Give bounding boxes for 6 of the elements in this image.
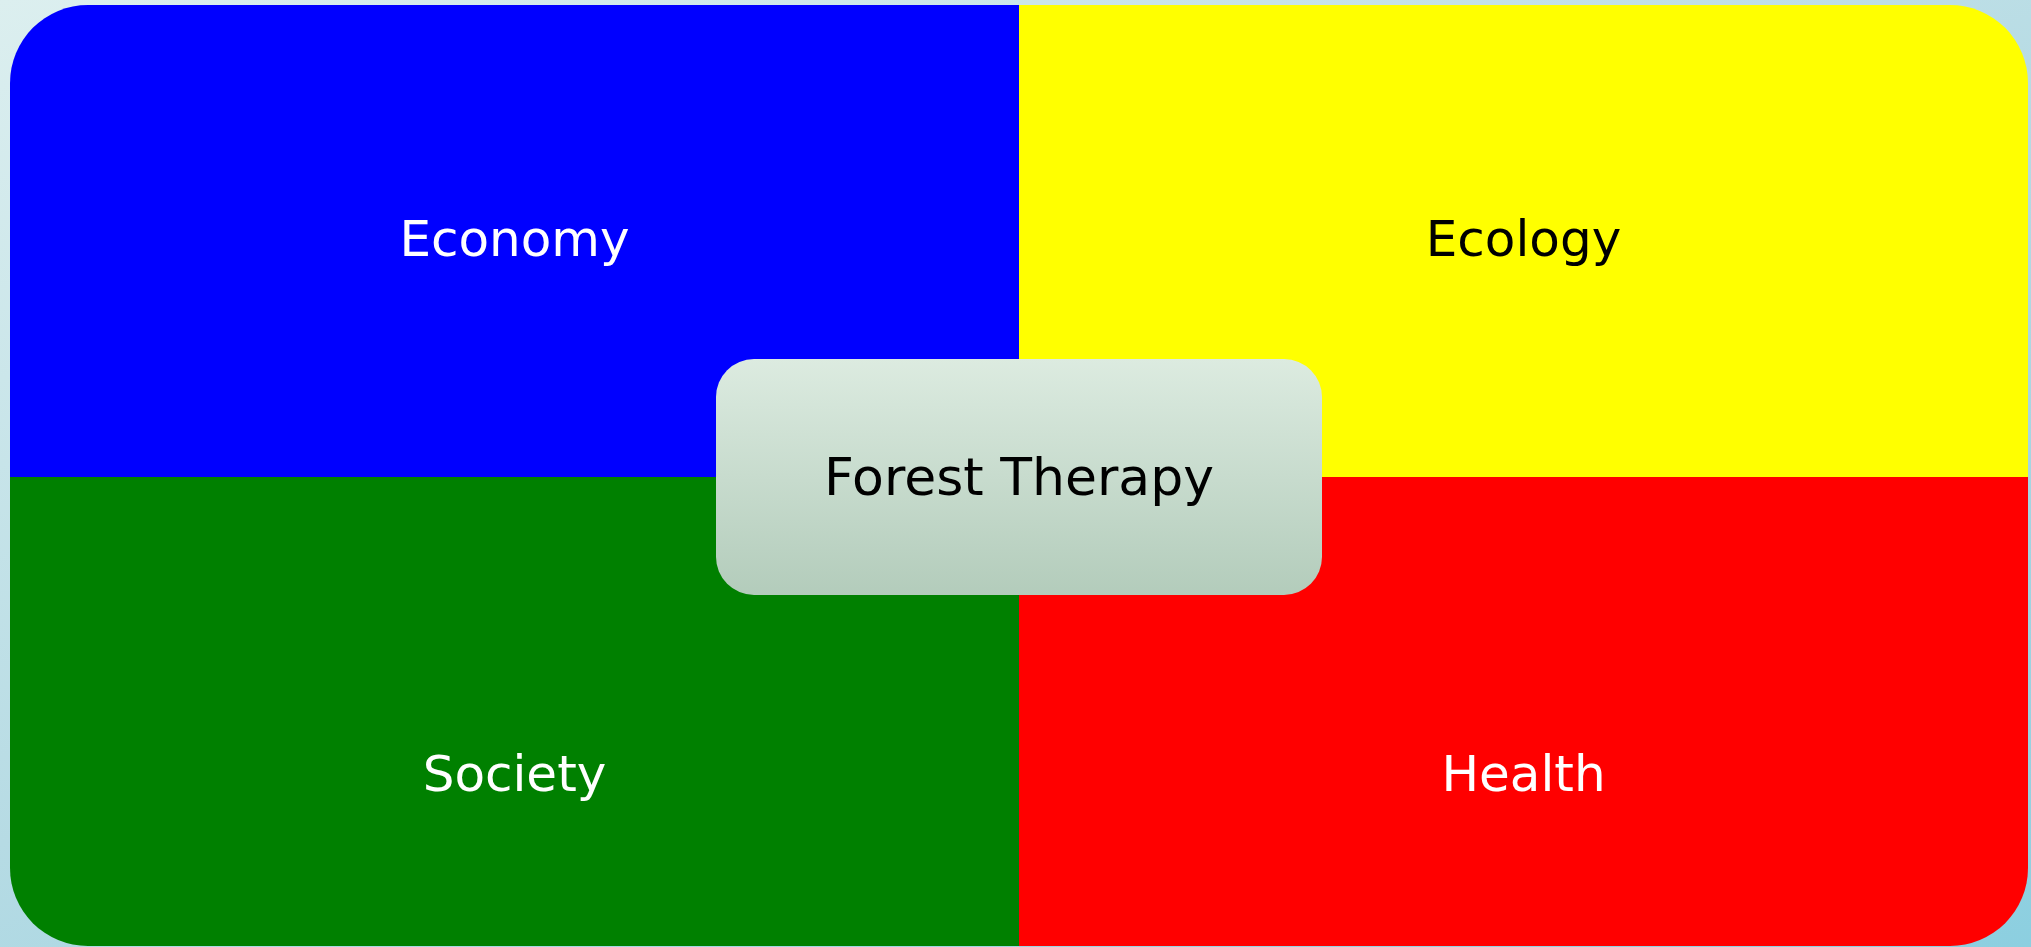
quadrant-label: Society xyxy=(422,745,607,803)
quadrant-label: Ecology xyxy=(1425,210,1622,268)
quadrant-label: Health xyxy=(1441,745,1606,803)
center-title: Forest Therapy xyxy=(824,447,1214,507)
quadrant-label: Economy xyxy=(399,210,630,268)
center-box xyxy=(716,359,1322,595)
